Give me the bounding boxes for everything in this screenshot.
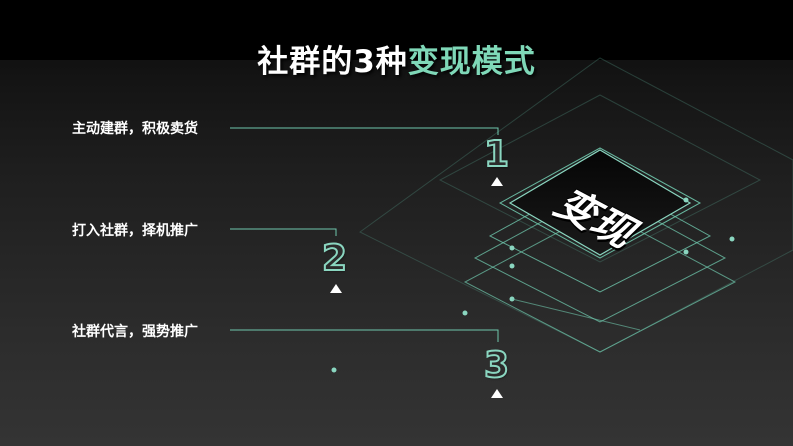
connector-dots — [331, 197, 735, 373]
triangle-icon — [491, 389, 503, 398]
title-white: 社群的3种 — [257, 44, 408, 80]
background-diamonds — [359, 57, 793, 353]
title-green: 变现模式 — [407, 44, 536, 80]
item-number-2: 2 — [321, 237, 348, 280]
item-number-3: 3 — [483, 344, 510, 387]
item-label-3: 社群代言，强势推广 — [72, 324, 198, 340]
item-label-2: 打入社群，择机推广 — [72, 223, 198, 239]
triangle-icon — [491, 177, 503, 186]
page-title: 社群的3种变现模式 — [0, 36, 793, 81]
leader-lines — [230, 127, 641, 342]
isometric-stack — [463, 147, 737, 353]
triangle-icon — [330, 284, 342, 293]
light-streaks — [49, 25, 688, 440]
item-number-1: 1 — [483, 133, 510, 176]
item-label-1: 主动建群，积极卖货 — [72, 121, 198, 137]
